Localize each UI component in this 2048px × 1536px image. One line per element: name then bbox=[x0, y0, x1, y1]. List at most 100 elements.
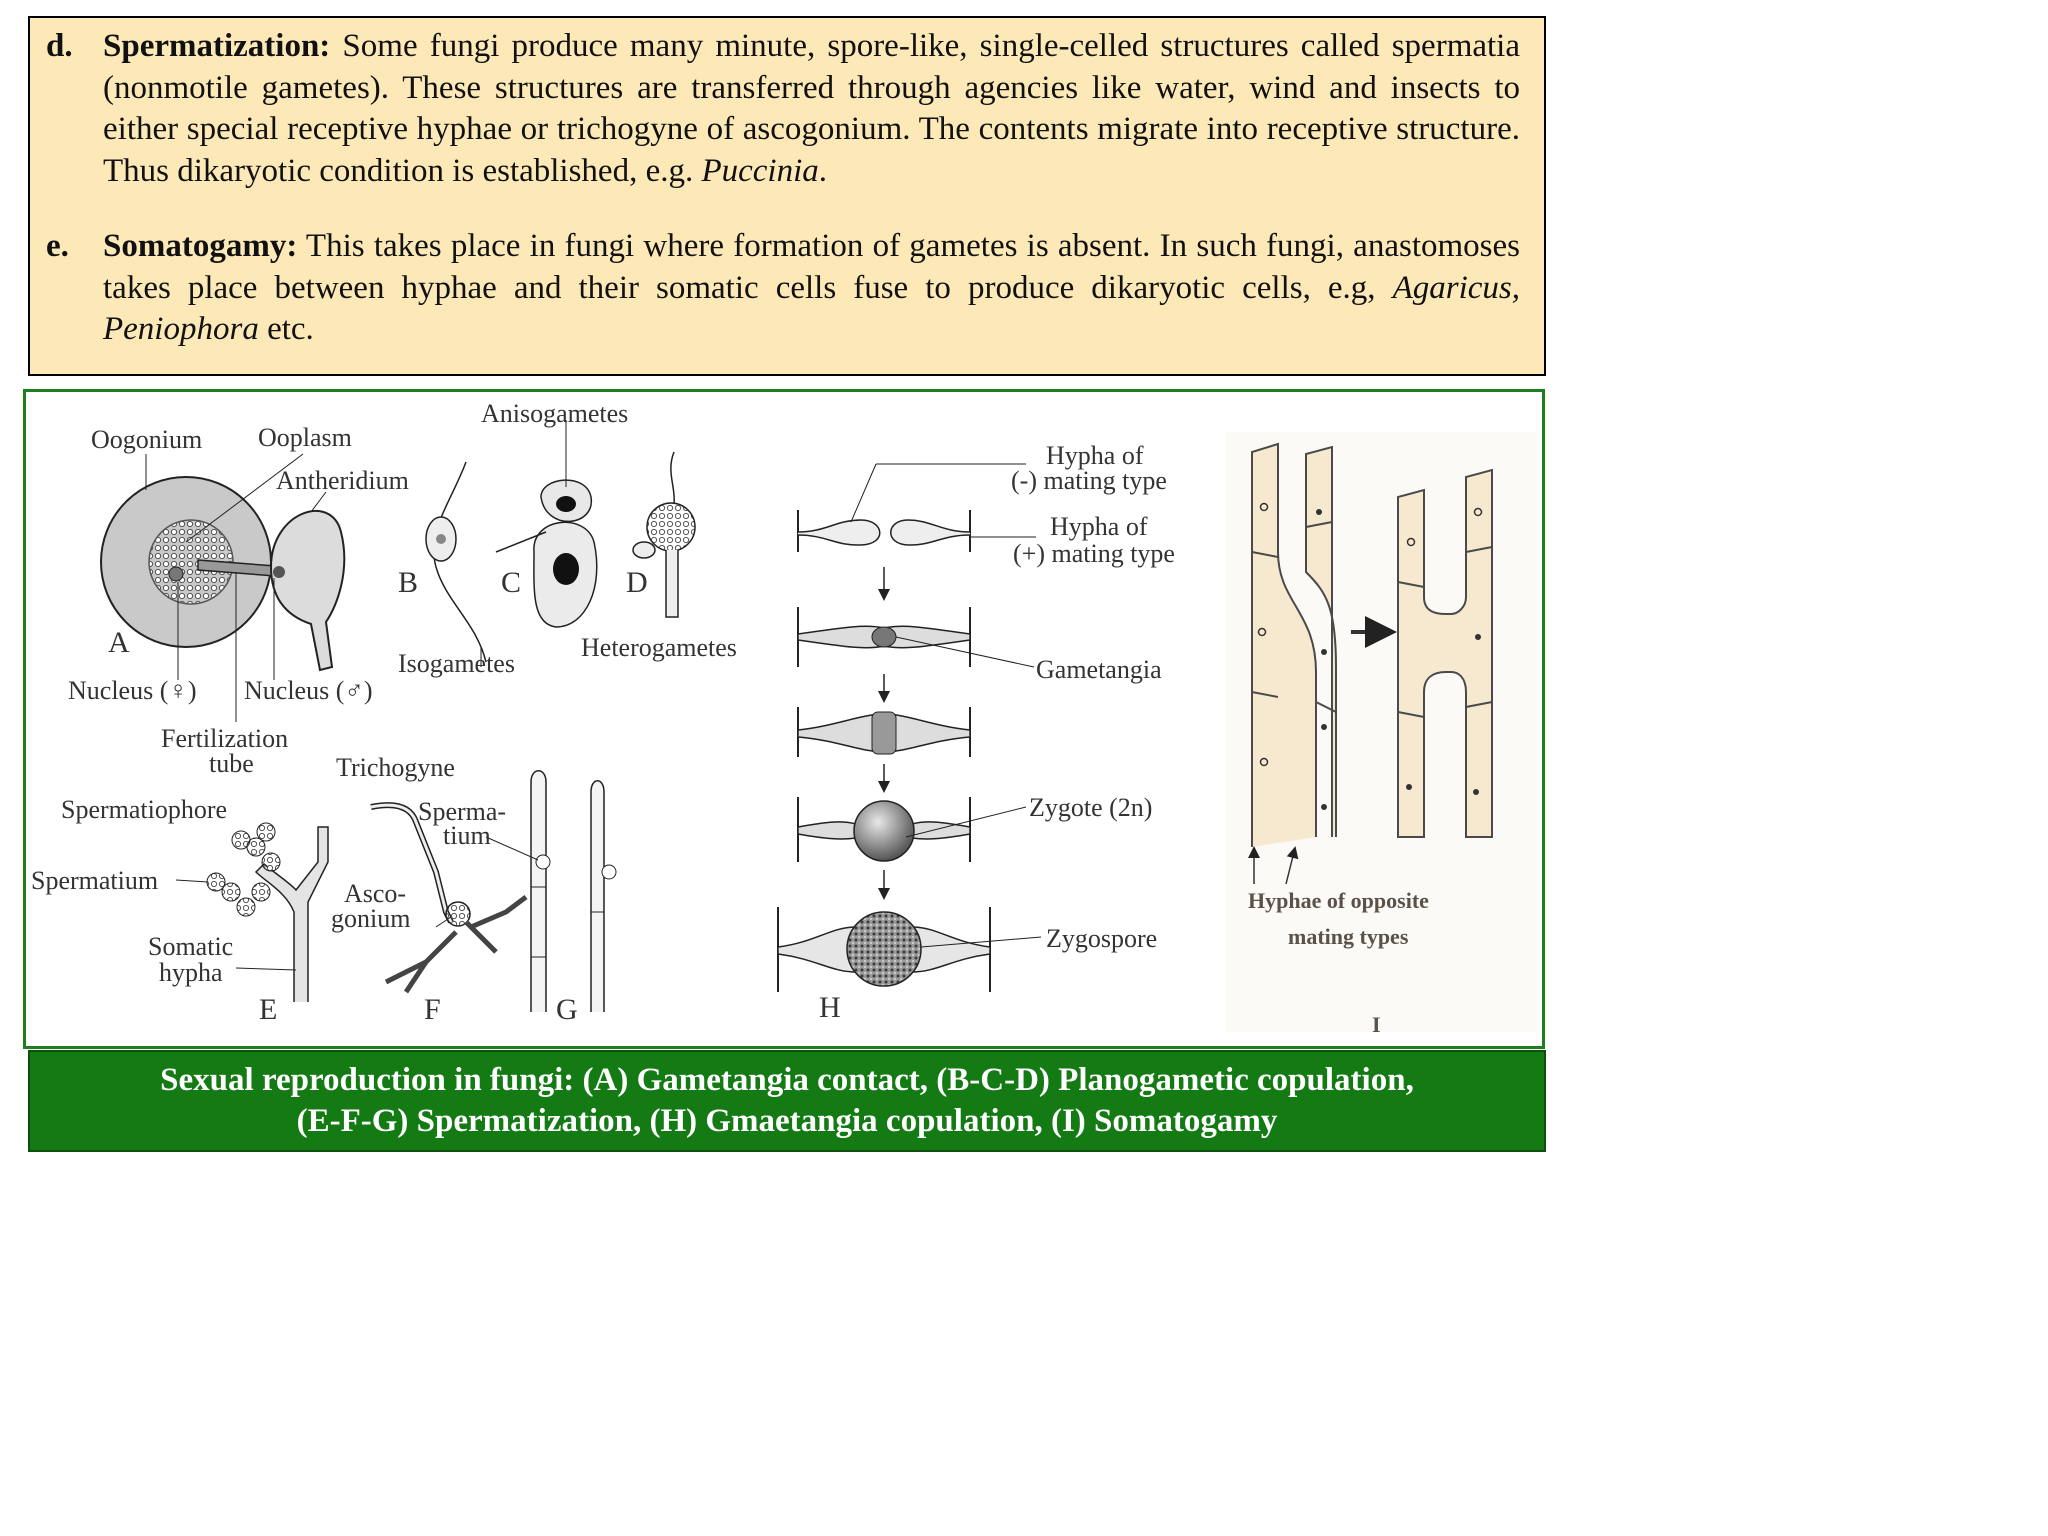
label-spermatium: Spermatium bbox=[31, 866, 158, 895]
flagellum bbox=[495, 531, 547, 553]
label-hypha-minus-2: (-) mating type bbox=[1011, 466, 1167, 495]
panel-bcd-planogametes: Anisogametes Isogametes Heterogametes B … bbox=[398, 399, 737, 678]
hypha-septa bbox=[1251, 521, 1337, 713]
leader-line bbox=[895, 636, 1035, 668]
nucleus bbox=[1406, 537, 1416, 547]
ascogonium-shape bbox=[445, 901, 471, 927]
nucleus bbox=[1321, 649, 1327, 655]
male-nucleus-shape bbox=[273, 566, 285, 578]
panel-a-gametangia-contact: Oogonium Ooplasm Antheridium Nucleus (♀)… bbox=[68, 423, 409, 778]
heterogamete-sperm bbox=[632, 541, 656, 559]
gametangium-plus bbox=[890, 519, 971, 546]
label-spermatium-f-2: tium bbox=[443, 821, 491, 850]
heterogamete-stalk bbox=[665, 550, 679, 618]
spermatium-attached bbox=[535, 854, 551, 870]
item-letter-e: e. bbox=[46, 228, 69, 264]
flagellum bbox=[670, 451, 675, 505]
anisogamete-large-nucleus bbox=[553, 553, 579, 585]
gametangium-minus bbox=[797, 519, 881, 546]
hypha-septa bbox=[1397, 546, 1493, 718]
term-spermatization: Spermatization: bbox=[103, 28, 331, 64]
label-fertilization-tube: Fertilization bbox=[161, 724, 288, 753]
leader-line bbox=[905, 806, 1027, 838]
panel-letter-e: E bbox=[259, 993, 277, 1026]
panel-letter-g: G bbox=[556, 993, 578, 1026]
label-spermatium-f: Sperma- bbox=[418, 797, 506, 826]
label-trichogyne: Trichogyne bbox=[336, 753, 455, 782]
paragraph-body: Somatogamy: This takes place in fungi wh… bbox=[103, 226, 1520, 351]
label-hyphae-opposite: Hyphae of opposite bbox=[1248, 888, 1429, 913]
panel-h-gametangial-copulation: Hypha of (-) mating type Hypha of (+) ma… bbox=[777, 441, 1175, 1024]
nucleus bbox=[1321, 804, 1327, 810]
leader-line bbox=[185, 453, 304, 543]
label-oogonium: Oogonium bbox=[91, 425, 202, 454]
example-genus: Puccinia bbox=[701, 152, 819, 189]
panel-i-somatogamy: Hyphae of opposite mating types I bbox=[1226, 432, 1536, 1037]
label-spermatiophore: Spermatiophore bbox=[61, 795, 227, 824]
nucleus bbox=[1321, 724, 1327, 730]
spermatium-cluster bbox=[256, 822, 276, 842]
label-antheridium: Antheridium bbox=[276, 466, 409, 495]
caption-line-1: Sexual reproduction in fungi: (A) Gameta… bbox=[160, 1062, 1414, 1098]
label-somatic-hypha: Somatic bbox=[148, 932, 233, 961]
label-nucleus-male: Nucleus (♂) bbox=[244, 676, 373, 705]
paragraph-text: Some fungi produce many minute, spore-li… bbox=[103, 28, 1520, 189]
leader-line bbox=[310, 491, 327, 513]
isogamete-nucleus bbox=[436, 534, 446, 544]
label-nucleus-female: Nucleus (♀) bbox=[68, 676, 197, 705]
label-somatic-hypha-2: hypha bbox=[159, 958, 223, 987]
label-zygospore: Zygospore bbox=[1046, 924, 1157, 953]
caption-line-2: (E-F-G) Spermatization, (H) Gmaetangia c… bbox=[296, 1103, 1278, 1139]
hypha-wall bbox=[797, 510, 971, 552]
heterogamete-egg bbox=[646, 502, 696, 552]
figure-sexual-reproduction: Oogonium Ooplasm Antheridium Nucleus (♀)… bbox=[23, 389, 1545, 1049]
hypha-left-b bbox=[1305, 445, 1337, 837]
flagellum bbox=[432, 461, 487, 663]
label-ascogonium: Asco- bbox=[344, 879, 406, 908]
paragraph-somatogamy: e. Somatogamy: This takes place in fungi… bbox=[30, 226, 1520, 351]
term-somatogamy: Somatogamy: bbox=[103, 228, 298, 264]
zygote-shape bbox=[853, 800, 915, 862]
leader-line bbox=[235, 967, 297, 971]
spermatium-cluster bbox=[221, 882, 241, 902]
zygospore-shape bbox=[846, 911, 922, 987]
figure-caption: Sexual reproduction in fungi: (A) Gameta… bbox=[28, 1050, 1546, 1152]
somatic-hypha-shape bbox=[254, 826, 329, 1002]
spermatium-cluster bbox=[261, 852, 281, 872]
example-genus: Agaricus, Peniophora bbox=[103, 269, 1520, 348]
label-hypha-plus: Hypha of bbox=[1050, 512, 1148, 541]
ascogonial-hyphae bbox=[384, 895, 528, 994]
figure-drawing: Oogonium Ooplasm Antheridium Nucleus (♀)… bbox=[31, 399, 1536, 1037]
nucleus bbox=[1473, 789, 1479, 795]
nucleus bbox=[1316, 509, 1322, 515]
label-hypha-plus-2: (+) mating type bbox=[1013, 539, 1175, 568]
paragraph-body: Spermatization: Some fungi produce many … bbox=[103, 26, 1520, 192]
item-letter-d: d. bbox=[46, 28, 73, 64]
label-fertilization-tube-2: tube bbox=[209, 749, 254, 778]
panel-fg-trichogyne: Trichogyne Sperma- tium Asco- gonium F G bbox=[331, 753, 617, 1026]
gametangia-junction bbox=[871, 626, 897, 648]
leader-line bbox=[920, 936, 1042, 948]
paragraph-tail: etc. bbox=[258, 311, 314, 347]
g-hypha-left bbox=[530, 770, 547, 1012]
nucleus bbox=[1257, 627, 1267, 637]
spermatium-cluster bbox=[251, 882, 271, 902]
spermatium-attached bbox=[601, 864, 617, 880]
label-gametangia: Gametangia bbox=[1036, 655, 1162, 684]
antheridium-shape bbox=[269, 510, 346, 672]
spermatium-cluster bbox=[246, 837, 266, 857]
paragraph-text: This takes place in fungi where formatio… bbox=[103, 228, 1520, 306]
g-hypha-right bbox=[590, 780, 605, 1012]
trichogyne-inner bbox=[370, 803, 453, 923]
hypha-fused bbox=[1397, 468, 1493, 838]
paragraph-tail: . bbox=[818, 152, 828, 189]
panel-e-spermatiophore: Spermatiophore Spermatium Somatic hypha … bbox=[31, 795, 329, 1026]
pointer-arrow bbox=[1285, 846, 1299, 885]
panel-letter-b: B bbox=[398, 566, 418, 599]
label-ascogonium-2: gonium bbox=[331, 904, 410, 933]
label-zygote: Zygote (2n) bbox=[1029, 793, 1152, 822]
leader-line bbox=[485, 836, 539, 861]
leader-line bbox=[175, 879, 209, 883]
panel-letter-f: F bbox=[424, 993, 441, 1026]
hypha-left-a bbox=[1251, 442, 1317, 847]
